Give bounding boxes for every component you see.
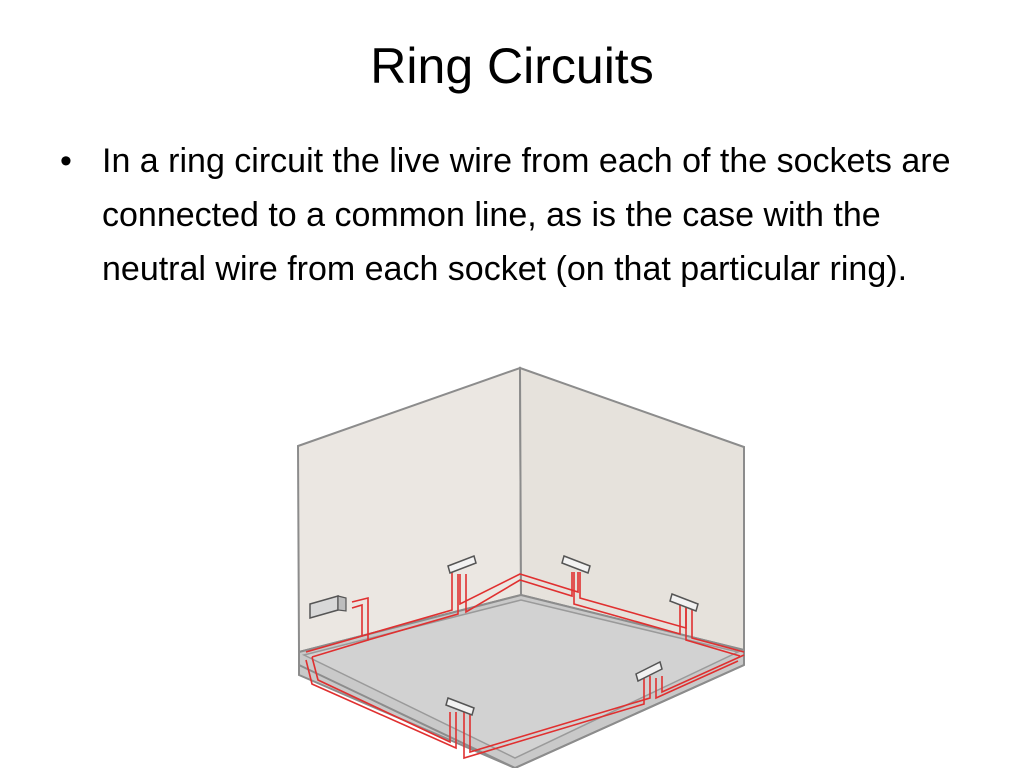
bullet-item: • In a ring circuit the live wire from e… — [58, 134, 958, 296]
bullet-glyph: • — [60, 142, 72, 180]
socket — [669, 593, 699, 612]
floor-top — [301, 599, 741, 759]
bullet-text: In a ring circuit the live wire from eac… — [102, 142, 951, 288]
floor-edge — [298, 664, 516, 768]
consumer-unit — [309, 595, 347, 619]
socket — [635, 660, 663, 683]
slide-title: Ring Circuits — [370, 38, 654, 94]
socket — [561, 555, 591, 574]
socket — [447, 555, 477, 574]
socket — [445, 697, 475, 716]
floor-edge — [514, 664, 745, 768]
ring-circuit-illustration — [296, 366, 745, 768]
bullet-list: • In a ring circuit the live wire from e… — [58, 134, 958, 296]
ring-wires — [305, 572, 745, 760]
